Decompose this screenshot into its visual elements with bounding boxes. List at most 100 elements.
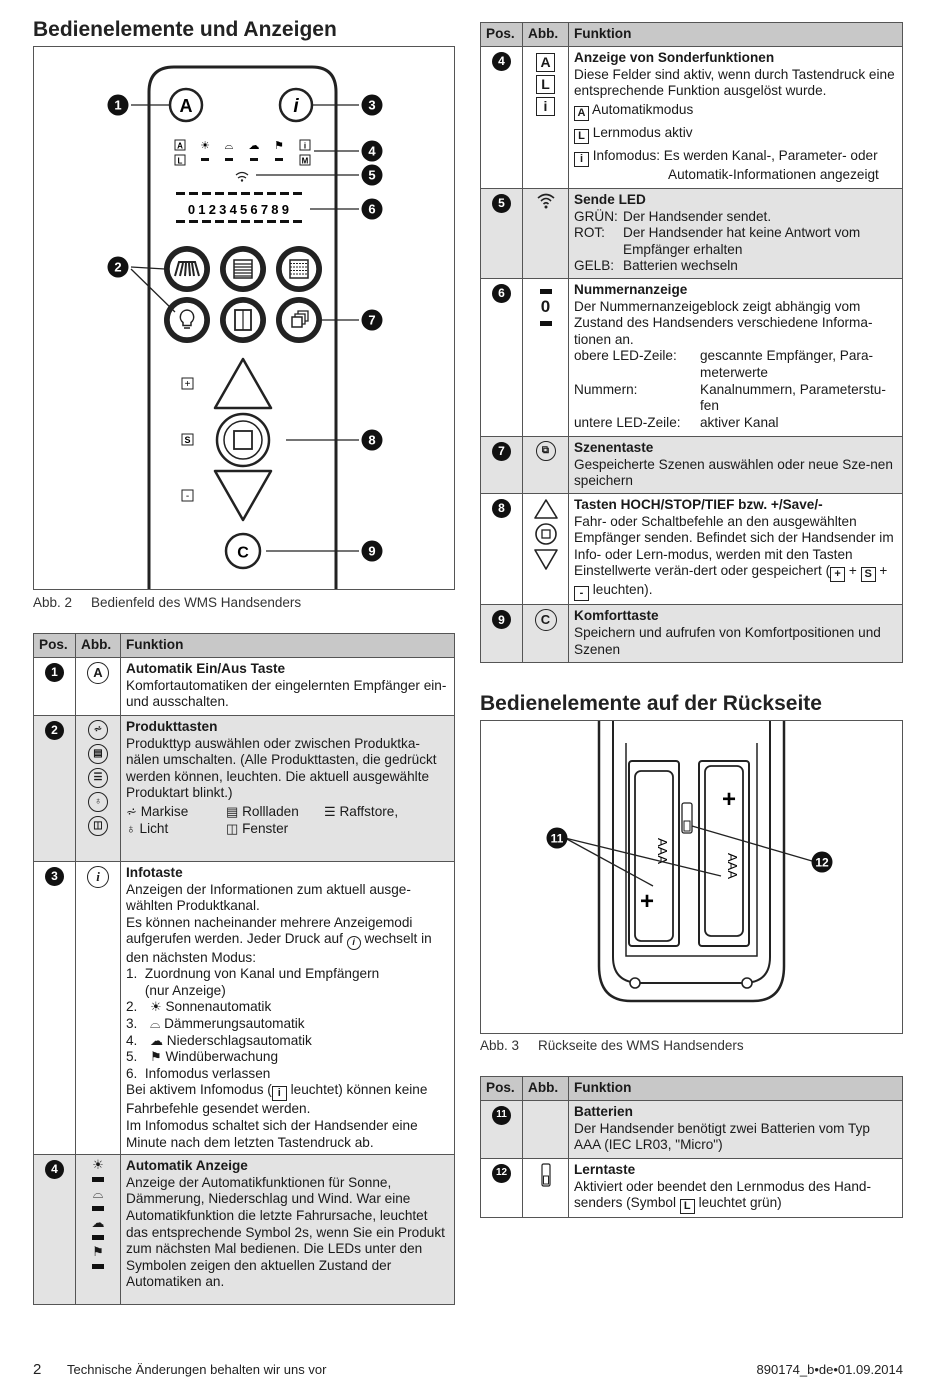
callout-11: 11	[551, 832, 564, 846]
legend-blinds: ☰ Raffstore,	[324, 803, 399, 819]
led-m-label: M	[302, 157, 309, 166]
battery-left	[634, 770, 674, 942]
info-value: gescannte Empfänger, Para-meterwerte	[700, 348, 874, 380]
list-item: 1. Zuordnung von Kanal und Empfängern	[126, 966, 380, 982]
position-badge: 11	[492, 1106, 511, 1125]
awning-icon: ⩫	[88, 720, 108, 740]
col-abb: Abb.	[75, 633, 121, 658]
figure-remote-front: A i A ☀ ⌓ ☁ ⚑ i L M 0123456789 + S -	[33, 46, 455, 590]
dusk-icon: ⌓	[225, 140, 234, 152]
position-badge: 7	[492, 442, 511, 461]
learn-led-icon: L	[536, 75, 555, 94]
row-title: Automatik Anzeige	[126, 1158, 248, 1174]
learn-button-icon	[540, 1163, 551, 1187]
legend-light: ♁ Licht	[126, 820, 169, 836]
position-badge: 8	[492, 499, 511, 518]
led-meaning: Batterien wechseln	[623, 258, 738, 274]
led-meaning: Der Handsender hat keine Antwort vom Emp…	[623, 225, 861, 257]
led-auto-label: A	[177, 142, 183, 151]
row-title: Produkttasten	[126, 719, 218, 734]
led-color: ROT:	[574, 225, 605, 241]
row-text: Komfortautomatiken der eingelernten Empf…	[126, 677, 447, 710]
led-info-label: i	[304, 142, 306, 151]
callout-7: 7	[368, 313, 375, 328]
row-title: Nummernanzeige	[574, 282, 688, 297]
page-number: 2	[33, 1361, 42, 1378]
footer-note: Technische Änderungen behalten wir uns v…	[67, 1362, 327, 1377]
table-row: 2 ⩫ ▤ ☰ ♁ ◫ Produkttasten Produkttyp aus…	[33, 715, 455, 862]
comfort-button-icon: C	[534, 609, 557, 632]
position-badge: 1	[45, 663, 64, 682]
mode-label: Automatikmodus	[592, 101, 694, 117]
down-button[interactable]	[213, 469, 273, 522]
callout-1: 1	[114, 98, 121, 113]
send-led-icon	[536, 193, 555, 209]
number-icon: 0	[540, 297, 551, 316]
row-title: Sende LED	[574, 192, 646, 207]
blinds-icon: ☰	[324, 803, 336, 819]
led-color: GRÜN:	[574, 208, 618, 224]
list-item: 5.⚑ Windüberwachung	[126, 1049, 279, 1065]
remote-back-illustration: + + AAA AAA 11 12	[546, 721, 833, 1003]
info-button-label: i	[293, 96, 299, 117]
figure-3-number: Abb. 3	[480, 1038, 520, 1053]
auto-button-icon: A	[87, 662, 109, 684]
table-row: 8 Tasten HOCH/STOP/TIEF bzw. +/Save/- Fa…	[480, 492, 903, 606]
table-row: 12 Lerntaste Aktiviert oder beendet den …	[480, 1157, 903, 1219]
row-text: Bei aktivem Infomodus (	[126, 1082, 272, 1098]
row-text: Diese Felder sind aktiv, wenn durch Tast…	[574, 66, 895, 99]
position-badge: 9	[492, 610, 511, 630]
row-title: Batterien	[574, 1104, 633, 1119]
list-item: 6. Infomodus verlassen	[126, 1065, 271, 1081]
row-text: Speichern und aufrufen von Komfortpositi…	[574, 624, 881, 657]
row-text: Anzeige der Automatikfunktionen für Sonn…	[126, 1174, 445, 1290]
battery-left-label: AAA	[655, 838, 670, 864]
learn-led-icon: L	[574, 128, 589, 144]
row-text: leuchtet grün)	[698, 1195, 782, 1211]
light-icon: ♁	[126, 820, 136, 836]
callout-5: 5	[368, 168, 375, 183]
document-id: 890174_b•de•01.09.2014	[756, 1362, 903, 1377]
row-text: Gespeicherte Szenen auswählen oder neue …	[574, 456, 893, 489]
info-led-icon: i	[536, 97, 555, 116]
comfort-button[interactable]	[224, 532, 262, 570]
plus-icon: +	[830, 567, 846, 583]
col-funktion: Funktion	[120, 633, 455, 658]
info-led-icon: i	[271, 1086, 287, 1102]
list-item: (nur Anzeige)	[126, 982, 226, 998]
rain-icon: ☁	[249, 140, 260, 152]
callout-3: 3	[368, 98, 375, 113]
dusk-icon: ⌓	[92, 1186, 104, 1202]
wind-icon: ⚑	[274, 140, 284, 152]
row-text: Aktiviert oder beendet den Lernmodus des…	[574, 1178, 871, 1211]
save-label: S	[184, 435, 190, 445]
battery-left-plus: +	[640, 888, 654, 915]
mode-label: Lernmodus aktiv	[592, 124, 693, 140]
learn-led-icon: L	[679, 1199, 695, 1215]
info-key: untere LED-Zeile:	[574, 414, 681, 430]
row-text: Produkttyp auswählen oder zwischen Produ…	[126, 735, 437, 801]
col-abb: Abb.	[522, 22, 569, 47]
col-abb: Abb.	[522, 1076, 569, 1101]
awning-icon: ⩫	[126, 803, 137, 819]
info-button-icon: i	[87, 866, 109, 888]
page-heading-left: Bedienelemente und Anzeigen	[33, 18, 337, 41]
rain-icon: ☁	[150, 1032, 163, 1048]
led-color: GELB:	[574, 258, 615, 274]
window-icon: ◫	[226, 820, 239, 836]
window-icon: ◫	[88, 816, 108, 836]
up-button[interactable]	[213, 357, 273, 410]
position-badge: 5	[492, 194, 511, 213]
row-title: Tasten HOCH/STOP/TIEF bzw. +/Save/-	[574, 497, 823, 512]
callout-2: 2	[114, 260, 121, 275]
position-badge: 2	[45, 721, 64, 740]
col-pos: Pos.	[33, 633, 76, 658]
sun-icon: ☀	[150, 999, 162, 1015]
info-key: Nummern:	[574, 381, 638, 397]
